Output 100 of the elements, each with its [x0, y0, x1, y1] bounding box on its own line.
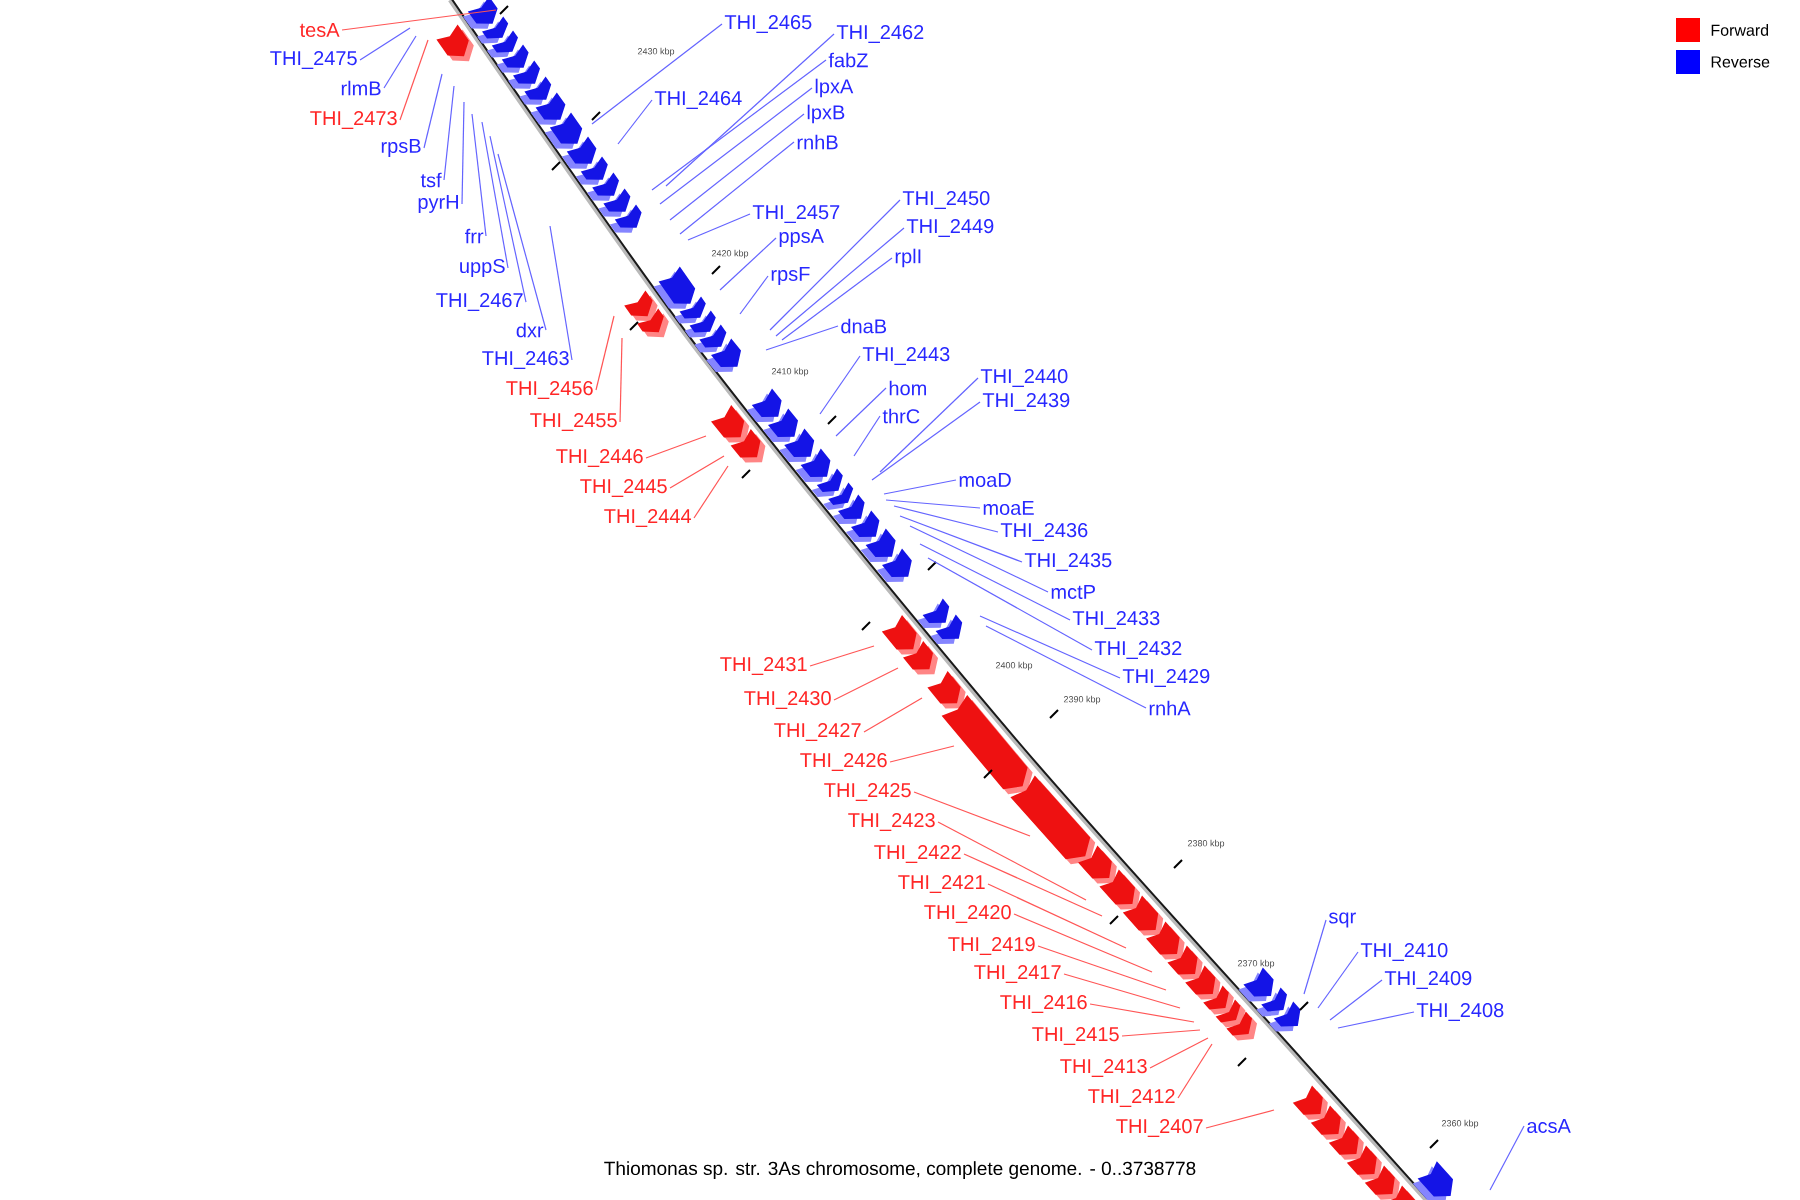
- gene-label: THI_2431: [720, 657, 807, 675]
- gene-label: mctP: [1051, 585, 1095, 599]
- gene-label: THI_2465: [724, 15, 812, 33]
- leader-line: [549, 225, 573, 361]
- leader-line: [341, 9, 497, 31]
- leader-line: [423, 73, 443, 149]
- leader-line: [619, 337, 623, 423]
- gene-label: THI_2436: [1000, 523, 1088, 541]
- leader-line: [883, 479, 957, 495]
- gene-label: THI_2420: [924, 905, 1011, 923]
- leader-line: [1337, 1011, 1415, 1029]
- gene-label: THI_2464: [654, 91, 742, 109]
- gene-label: THI_2433: [1072, 611, 1160, 629]
- leader-line: [669, 455, 725, 489]
- leader-line: [1149, 1037, 1209, 1069]
- gene-label: THI_2444: [604, 509, 691, 527]
- leader-line: [443, 85, 455, 181]
- gene-label: acsA: [1527, 1119, 1571, 1133]
- leader-line: [471, 113, 487, 237]
- leader-line: [833, 667, 899, 701]
- leader-line: [659, 87, 813, 205]
- leader-line: [665, 33, 835, 187]
- leader-line: [835, 387, 887, 437]
- leader-line: [1037, 945, 1167, 991]
- gene-label: dxr: [516, 322, 544, 338]
- leader-line: [1121, 1029, 1201, 1037]
- leader-line: [863, 697, 923, 733]
- gene-label: THI_2446: [556, 449, 643, 467]
- gene-label: THI_2449: [906, 219, 994, 237]
- leader-line: [979, 615, 1121, 679]
- gene-label: dnaB: [841, 318, 887, 334]
- gene-label: rnhB: [797, 134, 838, 150]
- leader-line: [669, 113, 805, 221]
- gene-label: lpxB: [807, 104, 845, 124]
- gene-label: ppsA: [779, 229, 824, 247]
- gene-label: THI_2423: [848, 813, 935, 831]
- gene-label: THI_2427: [774, 723, 861, 741]
- gene-label: THI_2463: [482, 351, 569, 369]
- leader-line: [1063, 973, 1181, 1009]
- gene-label: THI_2443: [862, 347, 950, 365]
- gene-label: lpxA: [815, 78, 854, 98]
- leader-line: [651, 59, 827, 191]
- gene-label: THI_2462: [836, 25, 924, 43]
- gene-label: THI_2432: [1094, 641, 1182, 659]
- gene-label: THI_2415: [1032, 1027, 1119, 1045]
- gene-label: moaD: [959, 473, 1011, 487]
- gene-label: rplI: [895, 248, 921, 268]
- gene-label: THI_2409: [1384, 971, 1472, 989]
- leader-line: [645, 435, 707, 459]
- gene-label: tsf: [420, 172, 442, 188]
- gene-label: THI_2422: [874, 845, 961, 863]
- gene-label: THI_2445: [580, 479, 667, 497]
- leader-line: [769, 199, 901, 331]
- gene-label: THI_2413: [1060, 1059, 1147, 1077]
- gene-label: THI_2430: [744, 691, 831, 709]
- gene-label: THI_2429: [1122, 669, 1210, 687]
- legend-label: Reverse: [1711, 56, 1770, 68]
- leader-line: [399, 39, 429, 121]
- leader-line: [809, 645, 875, 667]
- leader-line: [383, 35, 417, 89]
- leader-line: [595, 315, 615, 391]
- leader-line: [871, 401, 981, 481]
- leader-line: [765, 325, 839, 351]
- gene-label: THI_2407: [1116, 1119, 1203, 1137]
- gene-label: THI_2426: [800, 753, 887, 771]
- gene-label: THI_2473: [310, 111, 397, 129]
- leader-line: [913, 791, 1031, 837]
- leader-line: [963, 853, 1103, 917]
- leader-line: [1489, 1125, 1525, 1191]
- gene-label: THI_2417: [974, 965, 1061, 983]
- leader-line: [489, 135, 527, 303]
- gene-label: sqr: [1329, 912, 1356, 928]
- gene-label: tesA: [299, 23, 340, 37]
- gene-label: rlmB: [341, 80, 381, 96]
- gene-label: pyrH: [418, 195, 458, 213]
- gene-label: thrC: [882, 408, 920, 424]
- gene-label: hom: [889, 380, 926, 396]
- gene-label: THI_2450: [902, 191, 990, 209]
- leader-line: [1205, 1109, 1275, 1129]
- legend-label: Forward: [1711, 24, 1769, 36]
- gene-label: THI_2416: [1000, 995, 1087, 1013]
- gene-label: fabZ: [828, 52, 868, 68]
- gene-label: THI_2439: [982, 393, 1070, 411]
- gene-label: THI_2457: [752, 205, 840, 223]
- leader-line: [1303, 919, 1327, 995]
- leader-line: [889, 745, 955, 763]
- leader-line: [591, 23, 723, 125]
- leader-line: [987, 883, 1127, 949]
- gene-label: frr: [465, 228, 484, 244]
- leader-line: [919, 543, 1071, 621]
- leader-line: [497, 153, 547, 331]
- gene-label: THI_2408: [1416, 1003, 1504, 1021]
- gene-label: THI_2410: [1360, 943, 1448, 961]
- leader-line: [985, 625, 1147, 709]
- caption: Thiomonas sp. str. 3As chromosome, complete genome. - 0..3738778: [604, 1161, 1196, 1179]
- gene-label: THI_2425: [824, 783, 911, 801]
- gene-label: THI_2412: [1088, 1089, 1175, 1107]
- leader-line: [899, 515, 1023, 563]
- gene-label: rpsB: [381, 139, 421, 157]
- gene-label: THI_2456: [506, 381, 593, 399]
